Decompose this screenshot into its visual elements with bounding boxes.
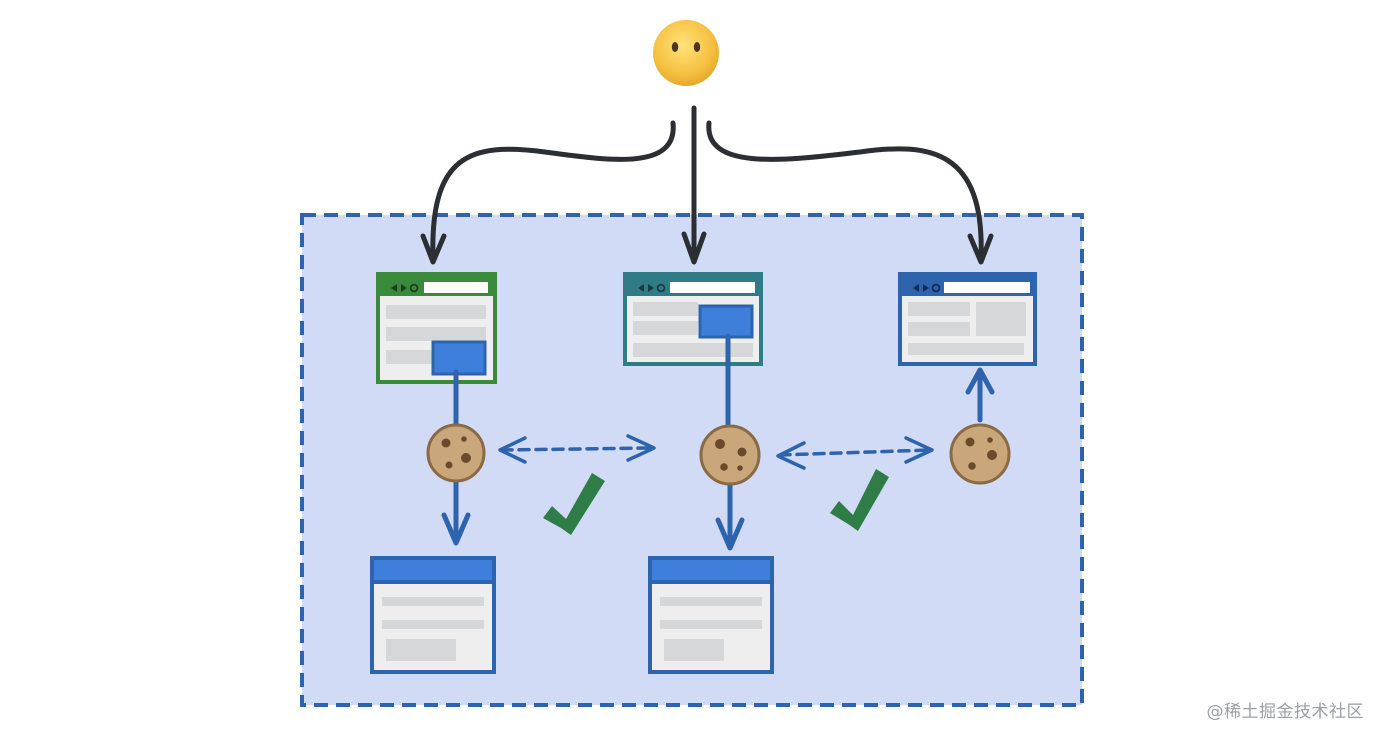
dashed-exchange-right bbox=[778, 448, 932, 457]
cookie-right-to-window-head bbox=[965, 367, 995, 395]
browser-window-blue bbox=[898, 272, 1037, 366]
nav-arrows-icon bbox=[391, 283, 419, 293]
dashed-exchange-left-head-a bbox=[498, 436, 527, 464]
user-arrow-right-head bbox=[967, 233, 994, 265]
address-bar bbox=[944, 282, 1030, 293]
user-arrow-right bbox=[706, 120, 984, 261]
no-mouth-face-emoji bbox=[653, 20, 719, 86]
check-mark-icon bbox=[543, 473, 605, 535]
result-window-left bbox=[370, 556, 496, 674]
dashed-exchange-left-head-b bbox=[626, 434, 656, 462]
cookie-middle-to-result-head bbox=[715, 517, 745, 551]
check-mark-icon bbox=[830, 469, 889, 531]
nav-arrows-icon bbox=[913, 283, 941, 293]
watermark: @稀土掘金技术社区 bbox=[1206, 702, 1364, 722]
address-bar bbox=[670, 282, 755, 293]
browser-window-teal bbox=[623, 272, 763, 366]
embedded-widget bbox=[698, 304, 754, 339]
user-arrow-left bbox=[430, 120, 676, 261]
cookie-icon bbox=[699, 424, 761, 486]
dashed-exchange-left bbox=[500, 446, 654, 452]
result-window-middle bbox=[648, 556, 774, 674]
dashed-exchange-right-head-a bbox=[776, 441, 806, 470]
cookie-icon bbox=[949, 423, 1011, 485]
user-arrow-middle-head bbox=[681, 231, 707, 265]
cookie-left-to-result-head bbox=[441, 512, 471, 546]
user-arrows bbox=[420, 105, 994, 265]
browser-window-green bbox=[376, 272, 497, 384]
address-bar bbox=[424, 282, 488, 293]
cookie-flow-arrows bbox=[441, 333, 995, 551]
dashed-exchange-right-head-b bbox=[904, 436, 934, 464]
cookie-icon bbox=[426, 423, 486, 483]
embedded-widget bbox=[431, 340, 487, 376]
nav-arrows-icon bbox=[638, 283, 666, 293]
user-arrow-left-head bbox=[420, 233, 447, 265]
